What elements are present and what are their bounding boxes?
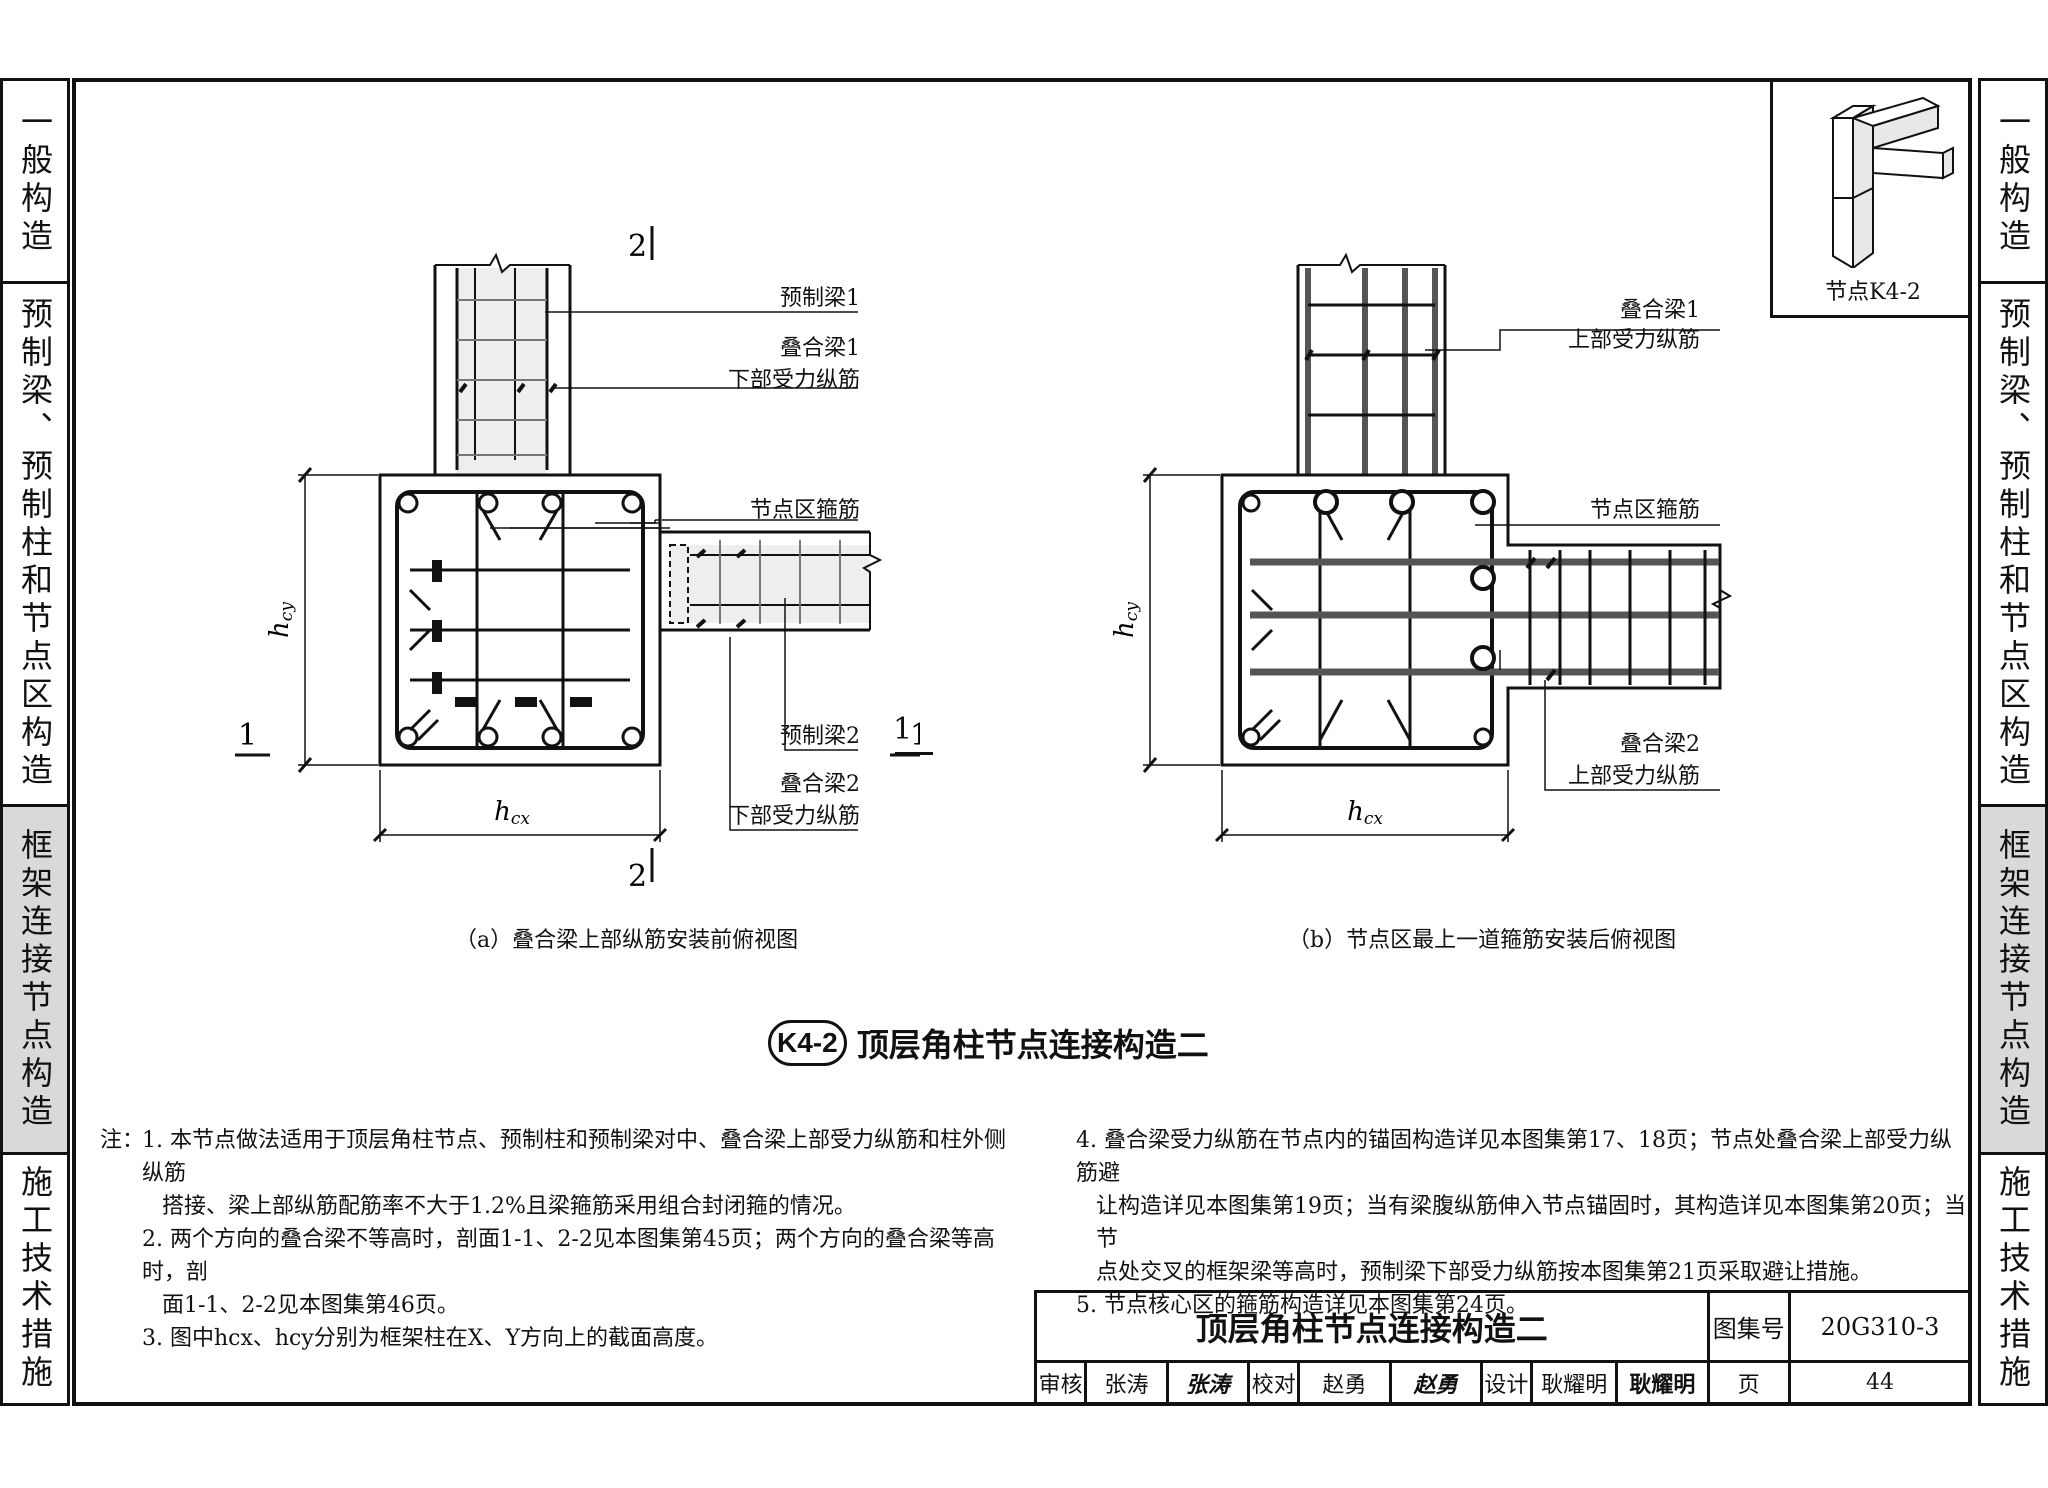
prefab-beam2-body xyxy=(670,545,870,623)
sidebar-tab-construction[interactable]: 施工技术措施 xyxy=(16,1165,54,1393)
designer-name: 耿耀明 xyxy=(1530,1360,1619,1405)
main-title-text: 顶层角柱节点连接构造二 xyxy=(856,1026,1209,1064)
drawing-frame xyxy=(72,78,1972,1406)
sidebar-tab-prefab[interactable]: 预制梁、预制柱和节点区构造 xyxy=(3,284,67,807)
caption-b: （b）节点区最上一道箍筋安装后俯视图 xyxy=(1288,928,1677,953)
sidebar-tab-general[interactable]: 一般构造 xyxy=(3,81,67,284)
checker-name: 赵勇 xyxy=(1297,1360,1392,1405)
label-composite-beam1-top-2: 上部受力纵筋 xyxy=(1567,328,1700,353)
label-composite-beam2-bottom-2: 下部受力纵筋 xyxy=(727,804,860,829)
joint-box xyxy=(378,473,662,767)
sidebar-tab-construction[interactable]: 施工技术措施 xyxy=(1994,1165,2032,1393)
section-1-right: 1 xyxy=(910,718,920,753)
design-label: 设计 xyxy=(1479,1360,1534,1405)
title-block-title: 顶层角柱节点连接构造二 xyxy=(1034,1290,1710,1363)
note-line: 搭接、梁上部纵筋配筋率不大于1.2%且梁箍筋采用组合封闭箍的情况。 xyxy=(162,1194,856,1219)
atlas-label: 图集号 xyxy=(1706,1290,1792,1363)
title-block: 顶层角柱节点连接构造二 图集号 20G310-3 审核 张涛 张涛 校对 赵勇 … xyxy=(1033,1290,1972,1405)
check-label: 校对 xyxy=(1247,1360,1301,1405)
designer-signature: 耿耀明 xyxy=(1615,1360,1710,1405)
hcx-label-b: hcx xyxy=(1347,797,1383,829)
note-line: 3. 图中hcx、hcy分别为框架柱在X、Y方向上的截面高度。 xyxy=(142,1326,718,1351)
corner-column-3d-icon xyxy=(1829,96,1954,268)
note-line: 4. 叠合梁受力纵筋在节点内的锚固构造详见本图集第17、18页；节点处叠合梁上部… xyxy=(1076,1128,1952,1186)
reviewer-signature: 张涛 xyxy=(1165,1360,1251,1405)
note-line: 让构造详见本图集第19页；当有梁腹纵筋伸入节点锚固时，其构造详见本图集第20页；… xyxy=(1096,1194,1966,1252)
left-sidebar: 一般构造 预制梁、预制柱和节点区构造 框架连接节点构造 施工技术措施 xyxy=(0,78,70,1406)
sidebar-tab-general[interactable]: 一般构造 xyxy=(1981,81,2045,284)
corner-icon-box: 节点K4-2 xyxy=(1770,78,1972,318)
corner-caption: 节点K4-2 xyxy=(1825,280,1921,305)
hcx-label: hcx xyxy=(494,797,530,829)
right-sidebar: 一般构造 预制梁、预制柱和节点区构造 框架连接节点构造 施工技术措施 xyxy=(1978,78,2048,1406)
diagram-a: hcy hcx 1 1 2 2 xyxy=(235,226,920,894)
reviewer-name: 张涛 xyxy=(1084,1360,1169,1405)
label-prefab-beam1: 预制梁1 xyxy=(780,286,860,311)
diagram-b: hcy hcx xyxy=(1110,252,1733,843)
label-composite-beam1-bottom-1: 叠合梁1 xyxy=(780,336,860,361)
page-label: 页 xyxy=(1706,1360,1792,1405)
checker-signature: 赵勇 xyxy=(1388,1360,1483,1405)
note-line: 1. 本节点做法适用于顶层角柱节点、预制柱和预制梁对中、叠合梁上部受力纵筋和柱外… xyxy=(142,1128,1006,1186)
label-joint-stirrup-a: 节点区箍筋 xyxy=(749,498,860,523)
label-composite-beam2-top-2: 上部受力纵筋 xyxy=(1567,764,1700,789)
sidebar-tab-frame-joint[interactable]: 框架连接节点构造 xyxy=(1981,807,2045,1155)
caption-a: （a）叠合梁上部纵筋安装前俯视图 xyxy=(455,928,799,953)
label-prefab-beam2: 预制梁2 xyxy=(780,724,860,749)
page-number: 44 xyxy=(1788,1360,1972,1405)
label-section-1-b: 1 xyxy=(893,712,913,747)
notes-prefix: 注： xyxy=(100,1128,145,1153)
sidebar-tab-frame-joint[interactable]: 框架连接节点构造 xyxy=(3,807,67,1155)
hcy-label: hcy xyxy=(265,602,297,638)
hcy-label-b: hcy xyxy=(1110,602,1142,638)
section-2-top: 2 xyxy=(628,229,647,264)
label-joint-stirrup-b: 节点区箍筋 xyxy=(1589,498,1700,523)
label-composite-beam2-top-1: 叠合梁2 xyxy=(1620,732,1700,757)
label-composite-beam2-bottom-1: 叠合梁2 xyxy=(780,772,860,797)
atlas-number: 20G310-3 xyxy=(1788,1290,1972,1363)
section-2-bottom: 2 xyxy=(628,859,647,894)
section-1-b-line xyxy=(895,752,933,755)
sidebar-tab-prefab[interactable]: 预制梁、预制柱和节点区构造 xyxy=(1981,284,2045,807)
label-composite-beam1-top-1: 叠合梁1 xyxy=(1620,298,1700,323)
note-line: 面1-1、2-2见本图集第46页。 xyxy=(162,1293,459,1318)
note-line: 2. 两个方向的叠合梁不等高时，剖面1-1、2-2见本图集第45页；两个方向的叠… xyxy=(142,1227,995,1285)
main-title: K4-2 顶层角柱节点连接构造二 xyxy=(768,1020,1209,1066)
section-1-left: 1 xyxy=(238,718,257,753)
notes-left: 注： 1. 本节点做法适用于顶层角柱节点、预制柱和预制梁对中、叠合梁上部受力纵筋… xyxy=(100,1124,1020,1355)
note-line: 点处交叉的框架梁等高时，预制梁下部受力纵筋按本图集第21页采取避让措施。 xyxy=(1096,1260,1872,1285)
node-badge: K4-2 xyxy=(768,1020,847,1066)
review-label: 审核 xyxy=(1033,1360,1088,1405)
label-composite-beam1-bottom-2: 下部受力纵筋 xyxy=(727,368,860,393)
